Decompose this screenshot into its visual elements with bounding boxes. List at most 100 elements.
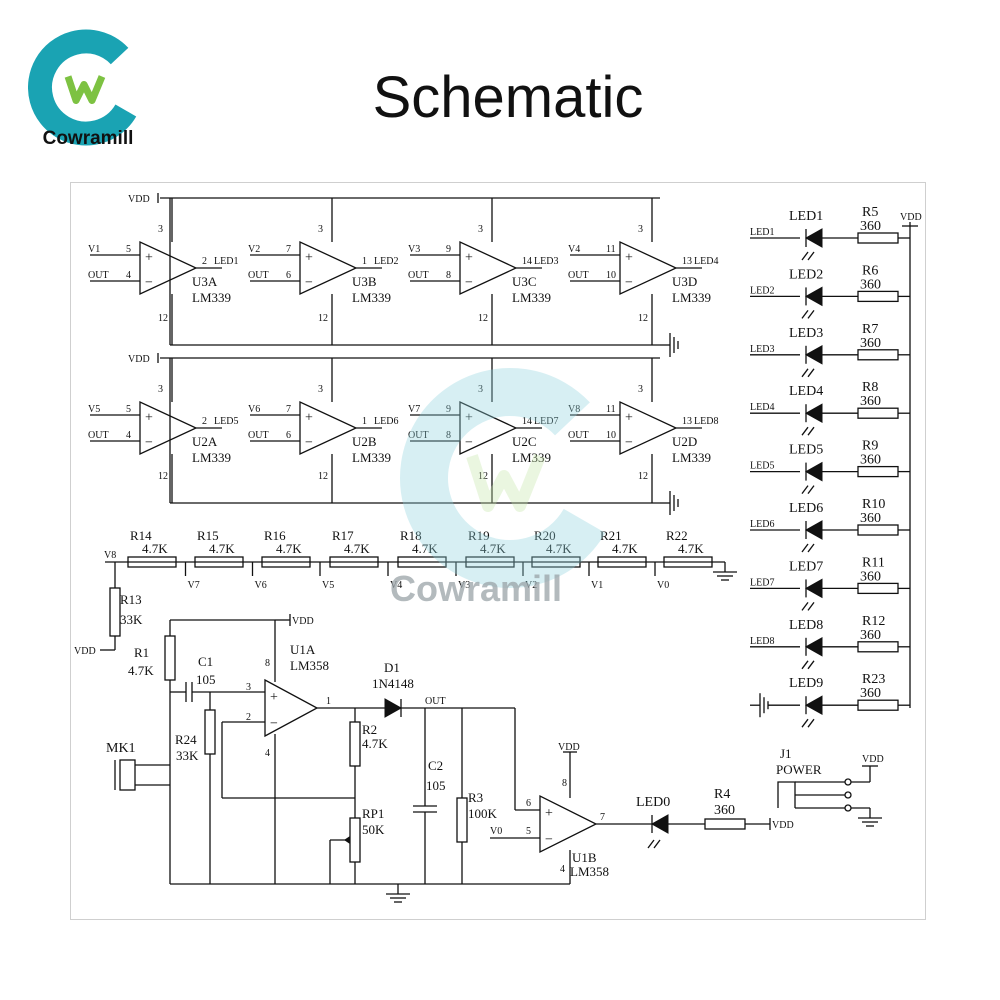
minus-sign: − bbox=[625, 276, 633, 291]
resistor-r11 bbox=[857, 582, 899, 595]
input-label: OUT bbox=[248, 430, 269, 441]
resistor-r18 bbox=[397, 556, 447, 568]
resistor-r9 bbox=[857, 465, 899, 478]
led-label: LED5 bbox=[789, 443, 823, 458]
pin-number: 3 bbox=[158, 384, 163, 395]
resistor-ref: R20 bbox=[534, 528, 556, 543]
pin-number: 5 bbox=[126, 404, 131, 415]
comparator-u2a bbox=[139, 400, 198, 456]
comparator-part: LM339 bbox=[192, 450, 231, 465]
comparator-ref: U3D bbox=[672, 274, 697, 289]
resistor-ref: R23 bbox=[862, 672, 885, 687]
resistor-ref: R15 bbox=[197, 528, 219, 543]
pin-number: 12 bbox=[318, 471, 328, 482]
plus-sign: + bbox=[465, 411, 473, 426]
vdd-label: VDD bbox=[862, 754, 884, 765]
plus-sign: + bbox=[465, 251, 473, 266]
capacitor-value: 105 bbox=[426, 778, 446, 793]
vdd-label: VDD bbox=[74, 646, 96, 657]
pin-number: 6 bbox=[286, 270, 291, 281]
pin-number: 10 bbox=[606, 270, 616, 281]
plus-sign: + bbox=[545, 806, 553, 821]
resistor-r19 bbox=[465, 556, 515, 568]
brand-name: Cowramill bbox=[42, 128, 134, 149]
pin-number: 13 bbox=[682, 256, 692, 267]
minus-sign: − bbox=[545, 833, 553, 848]
resistor-value: 360 bbox=[714, 803, 735, 818]
diode-ref: D1 bbox=[384, 660, 400, 675]
tap-label: V0 bbox=[657, 580, 669, 591]
led-led6 bbox=[804, 520, 823, 540]
led-label: LED4 bbox=[789, 384, 823, 399]
pin-number: 3 bbox=[158, 224, 163, 235]
opamp-ref: U1A bbox=[290, 642, 316, 657]
resistor-value: 4.7K bbox=[480, 541, 506, 556]
pin-number: 3 bbox=[246, 682, 251, 693]
comparator-part: LM339 bbox=[352, 290, 391, 305]
led-led7 bbox=[804, 578, 823, 599]
resistor-value: 4.7K bbox=[276, 541, 302, 556]
pin-number: 11 bbox=[606, 404, 616, 415]
page-title: Schematic bbox=[372, 65, 644, 130]
vdd-label: VDD bbox=[128, 194, 150, 205]
pin-number: 12 bbox=[318, 313, 328, 324]
resistor-r12 bbox=[857, 641, 899, 653]
pin-number: 2 bbox=[202, 256, 207, 267]
led-emission-arrow bbox=[807, 310, 815, 319]
pin-number: 5 bbox=[526, 826, 531, 837]
resistor-value: 360 bbox=[860, 511, 881, 526]
jack-pin bbox=[844, 778, 852, 786]
resistor-ref: R1 bbox=[134, 645, 149, 660]
comparator-u3a bbox=[139, 240, 198, 296]
resistor-value: 4.7K bbox=[128, 663, 154, 678]
led-emission-arrow bbox=[801, 310, 809, 319]
plus-sign: + bbox=[145, 251, 153, 266]
capacitor-ref: C2 bbox=[428, 758, 443, 773]
resistor-r10 bbox=[857, 524, 899, 536]
resistor-ref: R17 bbox=[332, 528, 354, 543]
resistor-r24 bbox=[204, 709, 216, 755]
resistor-r23 bbox=[857, 699, 899, 711]
resistor-r1 bbox=[164, 635, 176, 681]
pin-number: 11 bbox=[606, 244, 616, 255]
minus-sign: − bbox=[305, 276, 313, 291]
output-label: LED4 bbox=[694, 256, 718, 267]
resistor-r15 bbox=[194, 556, 244, 568]
led-emission-arrow bbox=[807, 543, 815, 553]
resistor-ref: R4 bbox=[714, 787, 730, 802]
led-emission-arrow bbox=[807, 602, 815, 611]
comparator-u2d bbox=[619, 400, 678, 456]
resistor-ref: R13 bbox=[120, 592, 142, 607]
tap-label: V3 bbox=[458, 580, 470, 591]
resistor-r8 bbox=[857, 407, 899, 419]
led-led2 bbox=[804, 286, 823, 307]
comparator-ref: U3A bbox=[192, 274, 218, 289]
potentiometer-rp1 bbox=[349, 817, 361, 863]
resistor-value: 100K bbox=[468, 806, 498, 821]
pin-number: 3 bbox=[638, 224, 643, 235]
led-label: LED1 bbox=[789, 209, 823, 224]
opamp-u1a bbox=[264, 678, 319, 738]
resistor-value: 360 bbox=[860, 277, 881, 292]
tap-label: V8 bbox=[104, 550, 116, 561]
resistor-ref: R8 bbox=[862, 380, 878, 395]
pin-number: 3 bbox=[478, 384, 483, 395]
output-label: LED1 bbox=[214, 256, 238, 267]
pin-number: 3 bbox=[478, 224, 483, 235]
resistor-ref: R16 bbox=[264, 528, 286, 543]
led-net-label: LED3 bbox=[750, 344, 774, 355]
resistor-r16 bbox=[261, 556, 311, 568]
input-label: OUT bbox=[568, 270, 589, 281]
led-label: LED3 bbox=[789, 326, 823, 341]
led-emission-arrow bbox=[801, 251, 809, 261]
pin-number: 8 bbox=[446, 270, 451, 281]
resistor-ref: R11 bbox=[862, 555, 885, 570]
led-emission-arrow bbox=[807, 485, 815, 494]
led-net-label: LED8 bbox=[750, 636, 774, 647]
pin-number: 2 bbox=[246, 712, 251, 723]
vdd-label: VDD bbox=[772, 820, 794, 831]
pin-number: 7 bbox=[286, 244, 291, 255]
comparator-ref: U2C bbox=[512, 434, 537, 449]
comparator-u3b bbox=[299, 240, 358, 296]
